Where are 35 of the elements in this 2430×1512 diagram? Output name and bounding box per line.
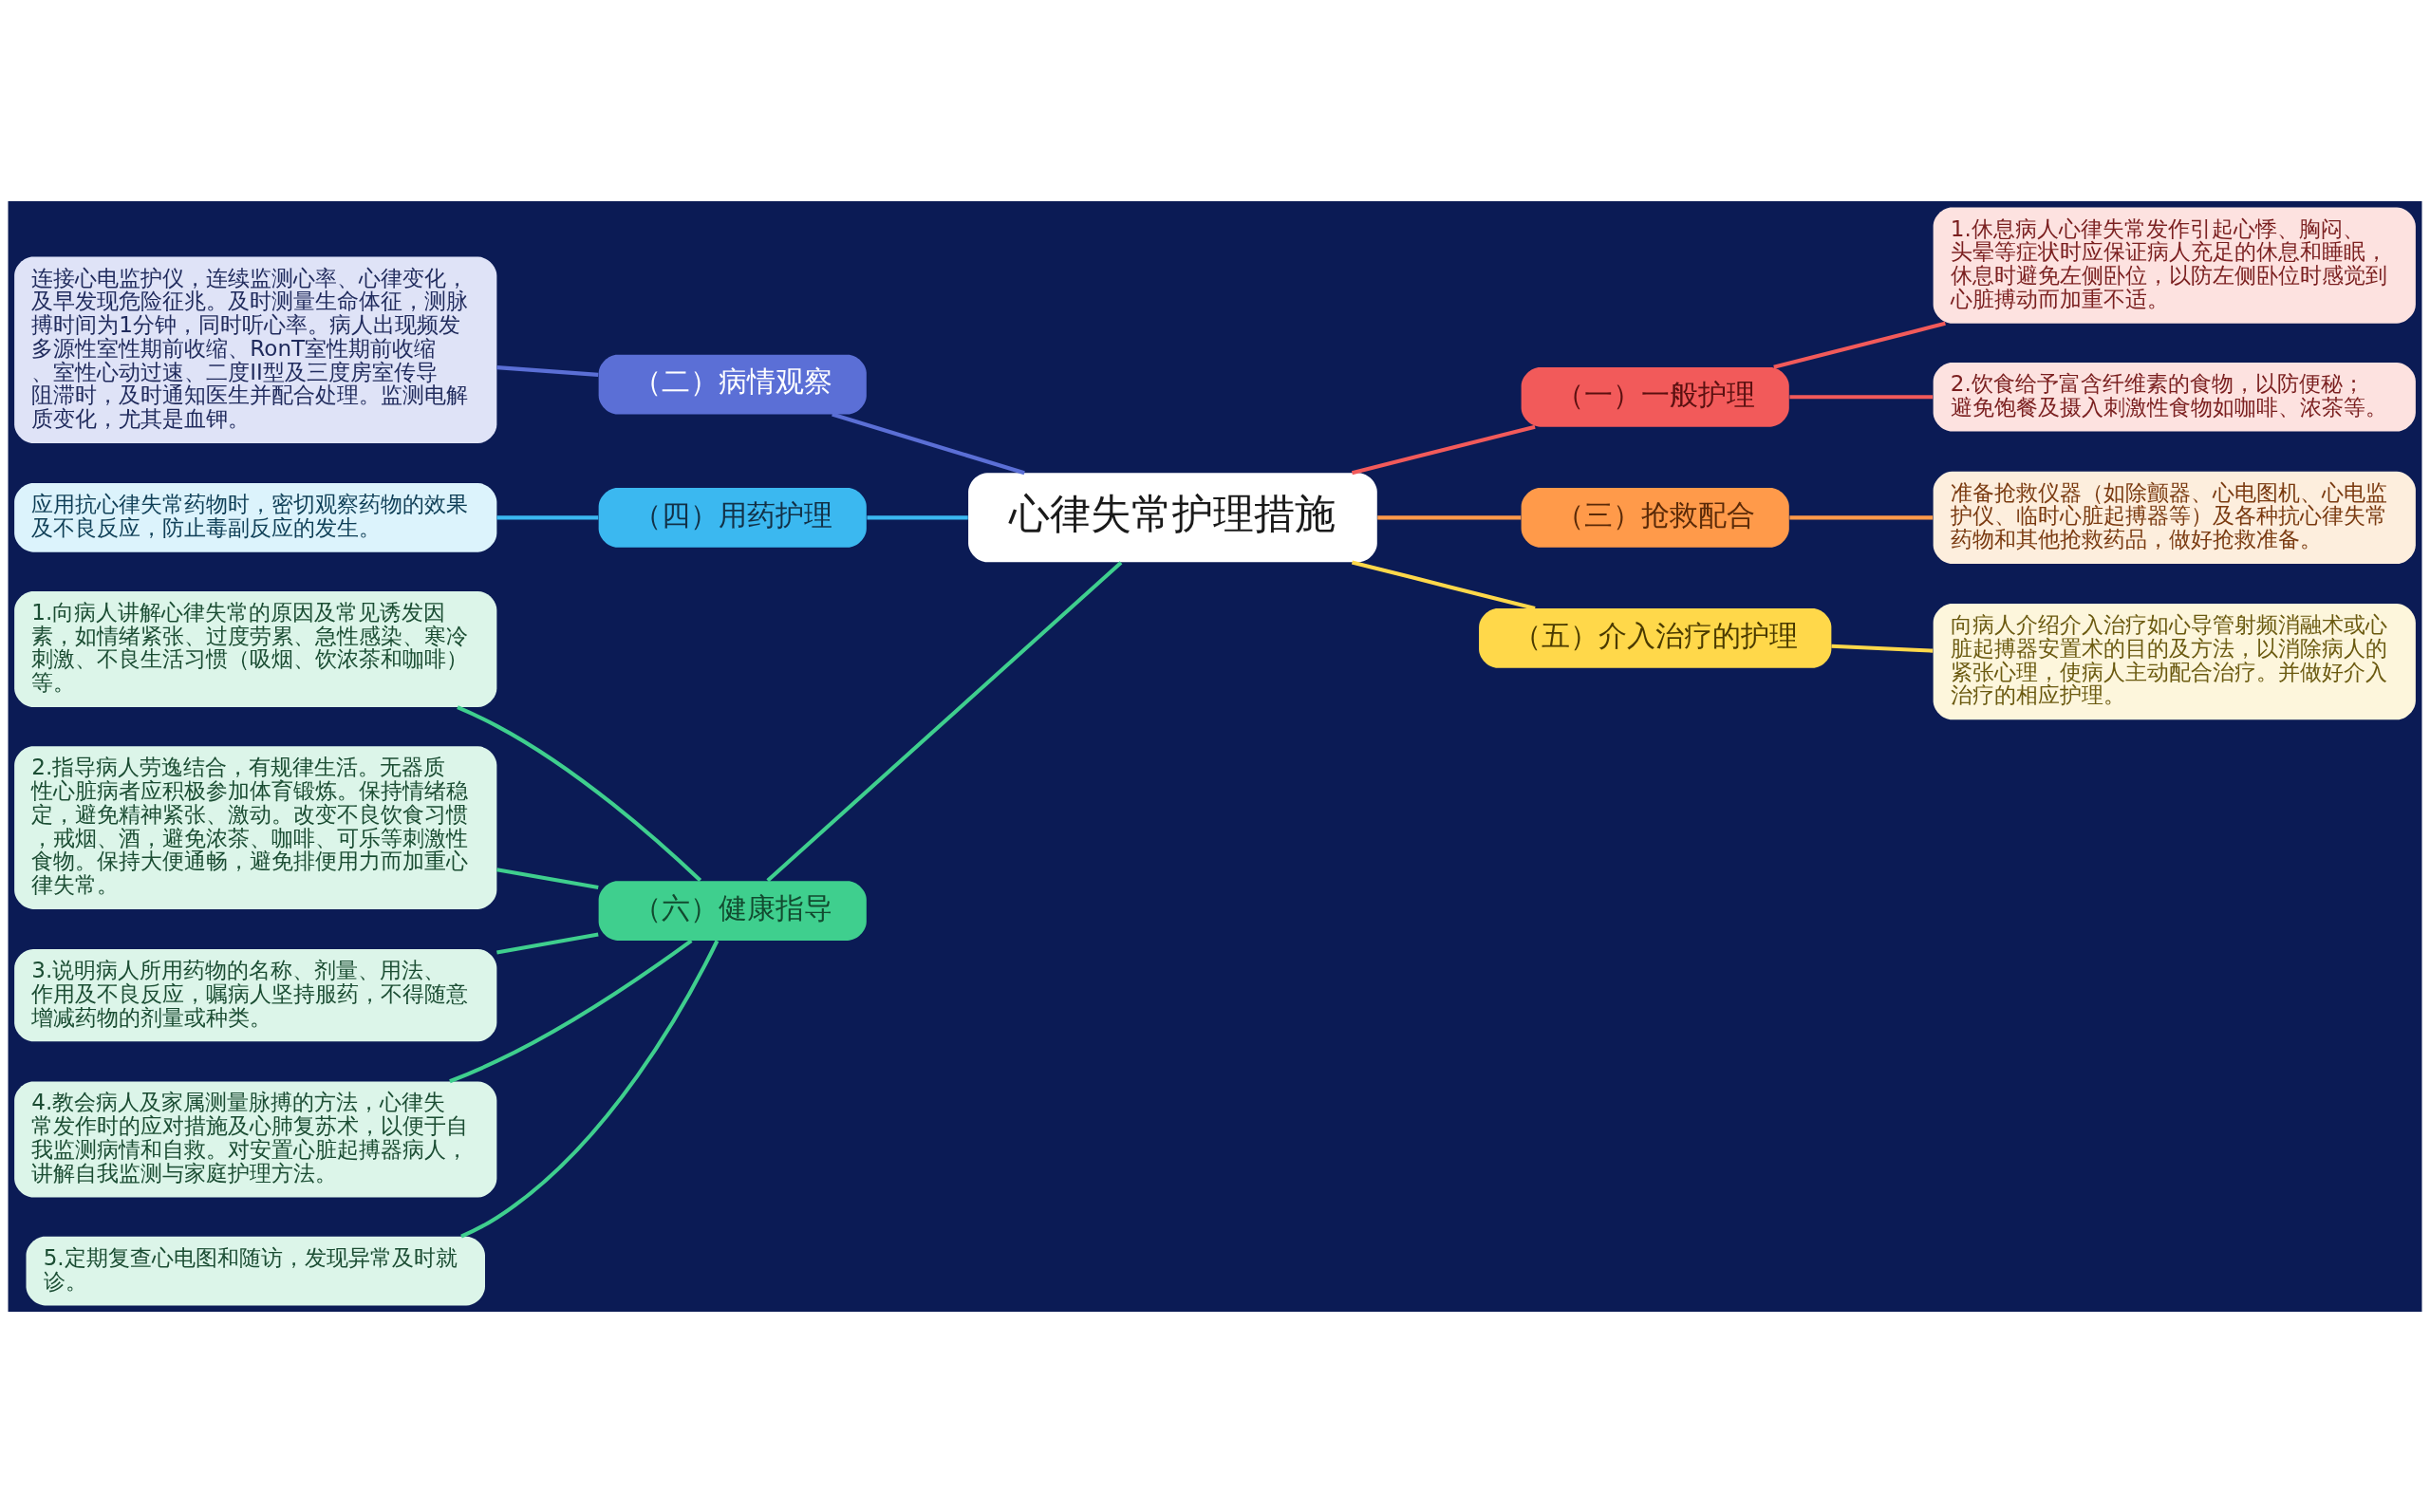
connector — [460, 939, 720, 1239]
node-box: 5.定期复查心电图和随访，发现异常及时就诊。 — [26, 1236, 485, 1305]
connector — [1351, 424, 1536, 475]
node-box: 心律失常护理措施 — [968, 472, 1377, 562]
node-box: （一）一般护理 — [1521, 366, 1789, 427]
node-box: （四）用药护理 — [598, 487, 867, 548]
connector — [832, 412, 1025, 475]
connector — [1831, 644, 1934, 653]
connector — [496, 514, 599, 519]
connector — [496, 867, 599, 889]
connector — [457, 704, 702, 882]
node-box: 3.说明病人所用药物的名称、剂量、用法、作用及不良反应，嘱病人坚持服药，不得随意增减药物的剂量或种类。 — [14, 948, 497, 1041]
node-box: 2.指导病人劳逸结合，有规律生活。无器质性心脏病者应积极参加体育锻炼。保持情绪稳定，避免精神紧张、激动。改变不良饮食习惯，戒烟、酒，避免浓茶、咖啡、可乐等刺激性食物。保持大便通畅，避免排便用力而加重心律失常。 — [14, 745, 497, 909]
node-box: （六）健康指导 — [598, 880, 867, 941]
node-box: 1.休息病人心律失常发作引起心悸、胸闷、头晕等症状时应保证病人充足的休息和睡眠，休息时避免左侧卧位，以防左侧卧位时感觉到心脏搏动而加重不适。 — [1933, 207, 2416, 324]
node-box: 1.向病人讲解心律失常的原因及常见诱发因素，如情绪紧张、过度劳累、急性感染、寒冷刺激、不良生活习惯（吸烟、饮浓茶和咖啡）等。 — [14, 590, 497, 707]
connector — [1789, 394, 1934, 399]
connector — [867, 514, 968, 519]
node-box: 向病人介绍介入治疗如心导管射频消融术或心脏起搏器安置术的目的及方法，以消除病人的紧张心理，使病人主动配合治疗。并做好介入治疗的相应护理。 — [1933, 603, 2416, 719]
node-box: 2.饮食给予富含纤维素的食物，以防便秘；避免饱餐及摄入刺激性食物如咖啡、浓茶等。 — [1933, 362, 2416, 432]
connector — [1773, 321, 1946, 369]
node-box: （三）抢救配合 — [1521, 487, 1789, 548]
connector — [1351, 559, 1536, 610]
node-box: （五）介入治疗的护理 — [1479, 607, 1832, 668]
node-box: 准备抢救仪器（如除颤器、心电图机、心电监护仪、临时心脏起搏器等）及各种抗心律失常药物和其他抢救药品，做好抢救准备。 — [1933, 471, 2416, 564]
node-box: 连接心电监护仪，连续监测心率、心律变化，及早发现危险征兆。及时测量生命体征，测脉搏时间为1分钟，同时听心率。病人出现频发多源性室性期前收缩、RonT室性期前收缩、室性心动过速、二度II型及三度房室传导阻滞时，及时通知医生并配合处理。监测电解质变化，尤其是血钾。 — [14, 256, 497, 443]
connector — [449, 938, 693, 1083]
node-box: 应用抗心律失常药物时，密切观察药物的效果及不良反应，防止毒副反应的发生。 — [14, 482, 497, 552]
node-box: 4.教会病人及家属测量脉搏的方法，心律失常发作时的应对措施及心肺复苏术，以便于自我监测病情和自救。对安置心脏起搏器病人，讲解自我监测与家庭护理方法。 — [14, 1080, 497, 1198]
connector — [1789, 514, 1934, 519]
node-box: （二）病情观察 — [598, 354, 867, 414]
connector — [496, 364, 599, 377]
connector — [496, 931, 599, 955]
connector — [1377, 514, 1522, 519]
connector — [766, 560, 1123, 882]
